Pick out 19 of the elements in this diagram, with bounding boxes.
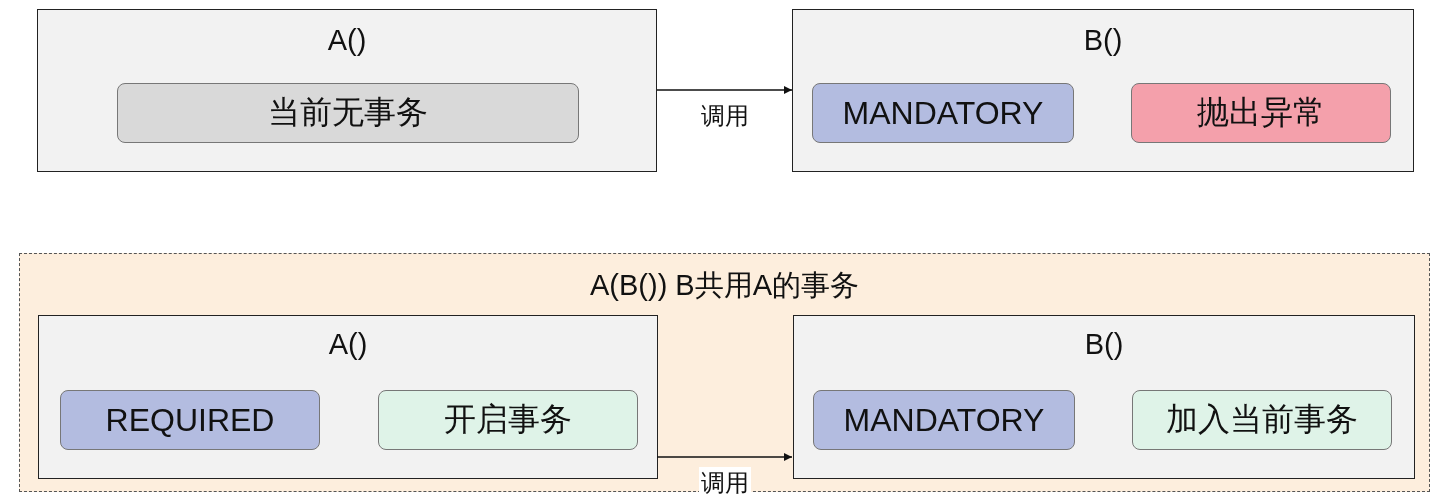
label-box: 加入当前事务 bbox=[1132, 390, 1392, 450]
box-title: B() bbox=[1083, 328, 1125, 361]
label-box: REQUIRED bbox=[60, 390, 320, 450]
method-box bbox=[792, 9, 1414, 172]
label-box: 当前无事务 bbox=[117, 83, 579, 143]
arrow bbox=[656, 453, 793, 461]
label-box: 开启事务 bbox=[378, 390, 638, 450]
method-box bbox=[37, 9, 657, 172]
arrow bbox=[656, 86, 793, 94]
box-title: B() bbox=[1082, 24, 1124, 57]
method-box bbox=[38, 315, 658, 479]
method-box bbox=[793, 315, 1415, 479]
label-box: MANDATORY bbox=[813, 390, 1075, 450]
box-title: A() bbox=[327, 328, 369, 361]
box-title: A(B()) B共用A的事务 bbox=[588, 268, 861, 303]
label-box: MANDATORY bbox=[812, 83, 1074, 143]
label-box: 抛出异常 bbox=[1131, 83, 1391, 143]
box-title: A() bbox=[326, 24, 368, 57]
group-panel bbox=[19, 253, 1430, 492]
